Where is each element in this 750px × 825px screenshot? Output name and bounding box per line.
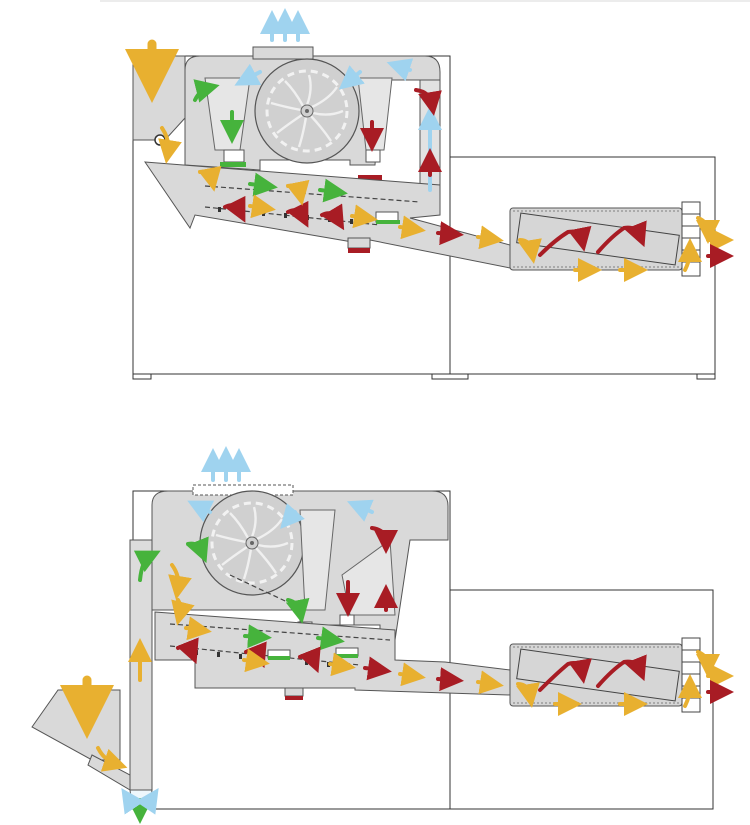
- light-outlet-lower: [376, 220, 400, 224]
- foot: [132, 373, 152, 380]
- bottom-outlet: [347, 237, 371, 249]
- discharge-valve: [223, 149, 245, 163]
- feed-hopper-icon: [132, 55, 186, 141]
- discharge-valve: [365, 149, 381, 163]
- heavy-outlet-bottom: [285, 696, 303, 700]
- heavy-impurity-outlet: [358, 175, 382, 180]
- fan-icon: [198, 489, 306, 597]
- top-divider-line: [100, 0, 750, 2]
- auger-icon: [509, 637, 701, 713]
- foot: [431, 373, 469, 380]
- feed-roller-icon: [154, 134, 166, 146]
- flow-arrows: [60, 446, 734, 824]
- bottom-outlet: [284, 687, 304, 697]
- auger-icon: [509, 201, 701, 277]
- flow-arrows: [125, 8, 734, 282]
- sieve-upper: [204, 185, 421, 203]
- light-outlet-lower: [336, 654, 358, 658]
- light-impurity-outlet: [220, 162, 246, 167]
- diagram-top: [125, 8, 734, 380]
- side-feed-hopper-icon: [31, 689, 121, 761]
- settling-chamber-left: [299, 509, 336, 611]
- foot: [696, 373, 716, 380]
- discharge-valve: [339, 614, 355, 626]
- diagram-bottom: [31, 446, 734, 824]
- light-outlet-lower: [268, 656, 290, 660]
- fan-icon: [253, 57, 361, 165]
- air-outlet-icon: [252, 46, 314, 60]
- heavy-outlet-bottom: [348, 248, 370, 253]
